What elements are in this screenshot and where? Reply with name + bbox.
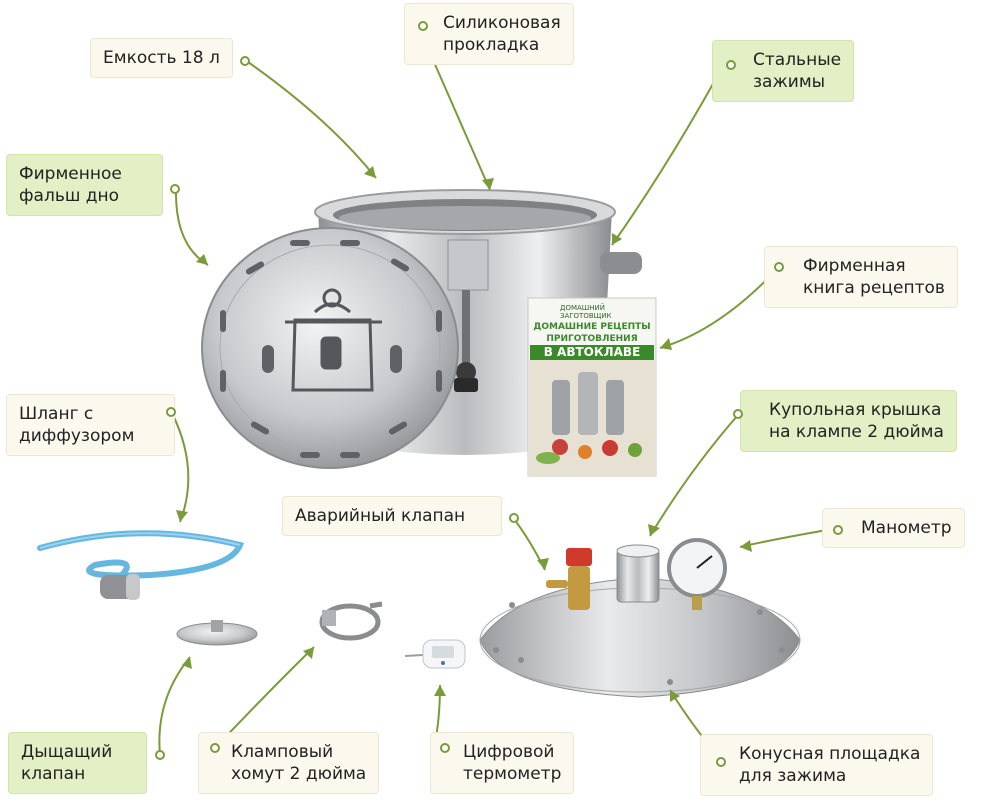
steel-clamp-handle [600, 252, 642, 274]
hose-with-diffuser [37, 530, 245, 600]
false-bottom-disc [201, 227, 459, 469]
book-brand: ДОМАШНИЙ ЗАГОТОВЩИК [560, 304, 612, 320]
label-hose-dot [166, 407, 176, 417]
label-dome-lid-dot [733, 409, 743, 419]
label-tank: Емкость 18 л [90, 38, 233, 78]
label-gasket-dot [418, 21, 428, 31]
label-manometer: Манометр [822, 508, 965, 548]
label-cone-platform-dot [716, 757, 726, 767]
recipe-book [527, 297, 657, 477]
label-breathing-valve-dot [155, 750, 165, 760]
safety-valve-body [566, 548, 592, 566]
label-cone-platform: Конусная площадка для зажима [700, 734, 934, 796]
label-dome-lid: Купольная крышка на клампе 2 дюйма [740, 390, 957, 452]
label-safety-valve-dot [509, 513, 519, 523]
label-thermometer: Цифровой термометр [430, 732, 575, 794]
label-clamp-collar: Клампoвый хомут 2 дюйма [198, 732, 380, 794]
label-false-bottom: Фирменное фальш дно [6, 154, 163, 216]
label-thermometer-dot [440, 743, 450, 753]
label-false-bottom-dot [170, 184, 180, 194]
label-clamps-dot [726, 60, 736, 70]
label-clamp-collar-dot [210, 743, 220, 753]
book-title-line-1: ДОМАШНИЕ РЕЦЕПТЫ [533, 322, 651, 332]
label-manometer-dot [833, 525, 843, 535]
book-title-highlight: В АВТОКЛАВЕ [530, 345, 654, 360]
label-breathing-valve: Дыщащий клапан [8, 732, 148, 794]
dome-lid-assembly [479, 538, 801, 698]
label-hose: Шланг с диффузором [6, 394, 176, 456]
book-title-line-2: ПРИГОТОВЛЕНИЯ [546, 334, 638, 344]
label-tank-dot [240, 56, 250, 66]
arrowheads [176, 166, 752, 702]
label-clamps: Стальные зажимы [712, 40, 855, 102]
label-gasket: Силиконовая прокладка [404, 3, 574, 65]
clamp-collar-part [319, 601, 383, 641]
digital-thermometer-part [404, 639, 466, 669]
label-recipe-book: Фирменная книга рецептов [764, 246, 958, 308]
breathing-valve-part [176, 620, 258, 646]
label-safety-valve: Аварийный клапан [282, 496, 503, 536]
label-recipe-book-dot [774, 262, 784, 272]
